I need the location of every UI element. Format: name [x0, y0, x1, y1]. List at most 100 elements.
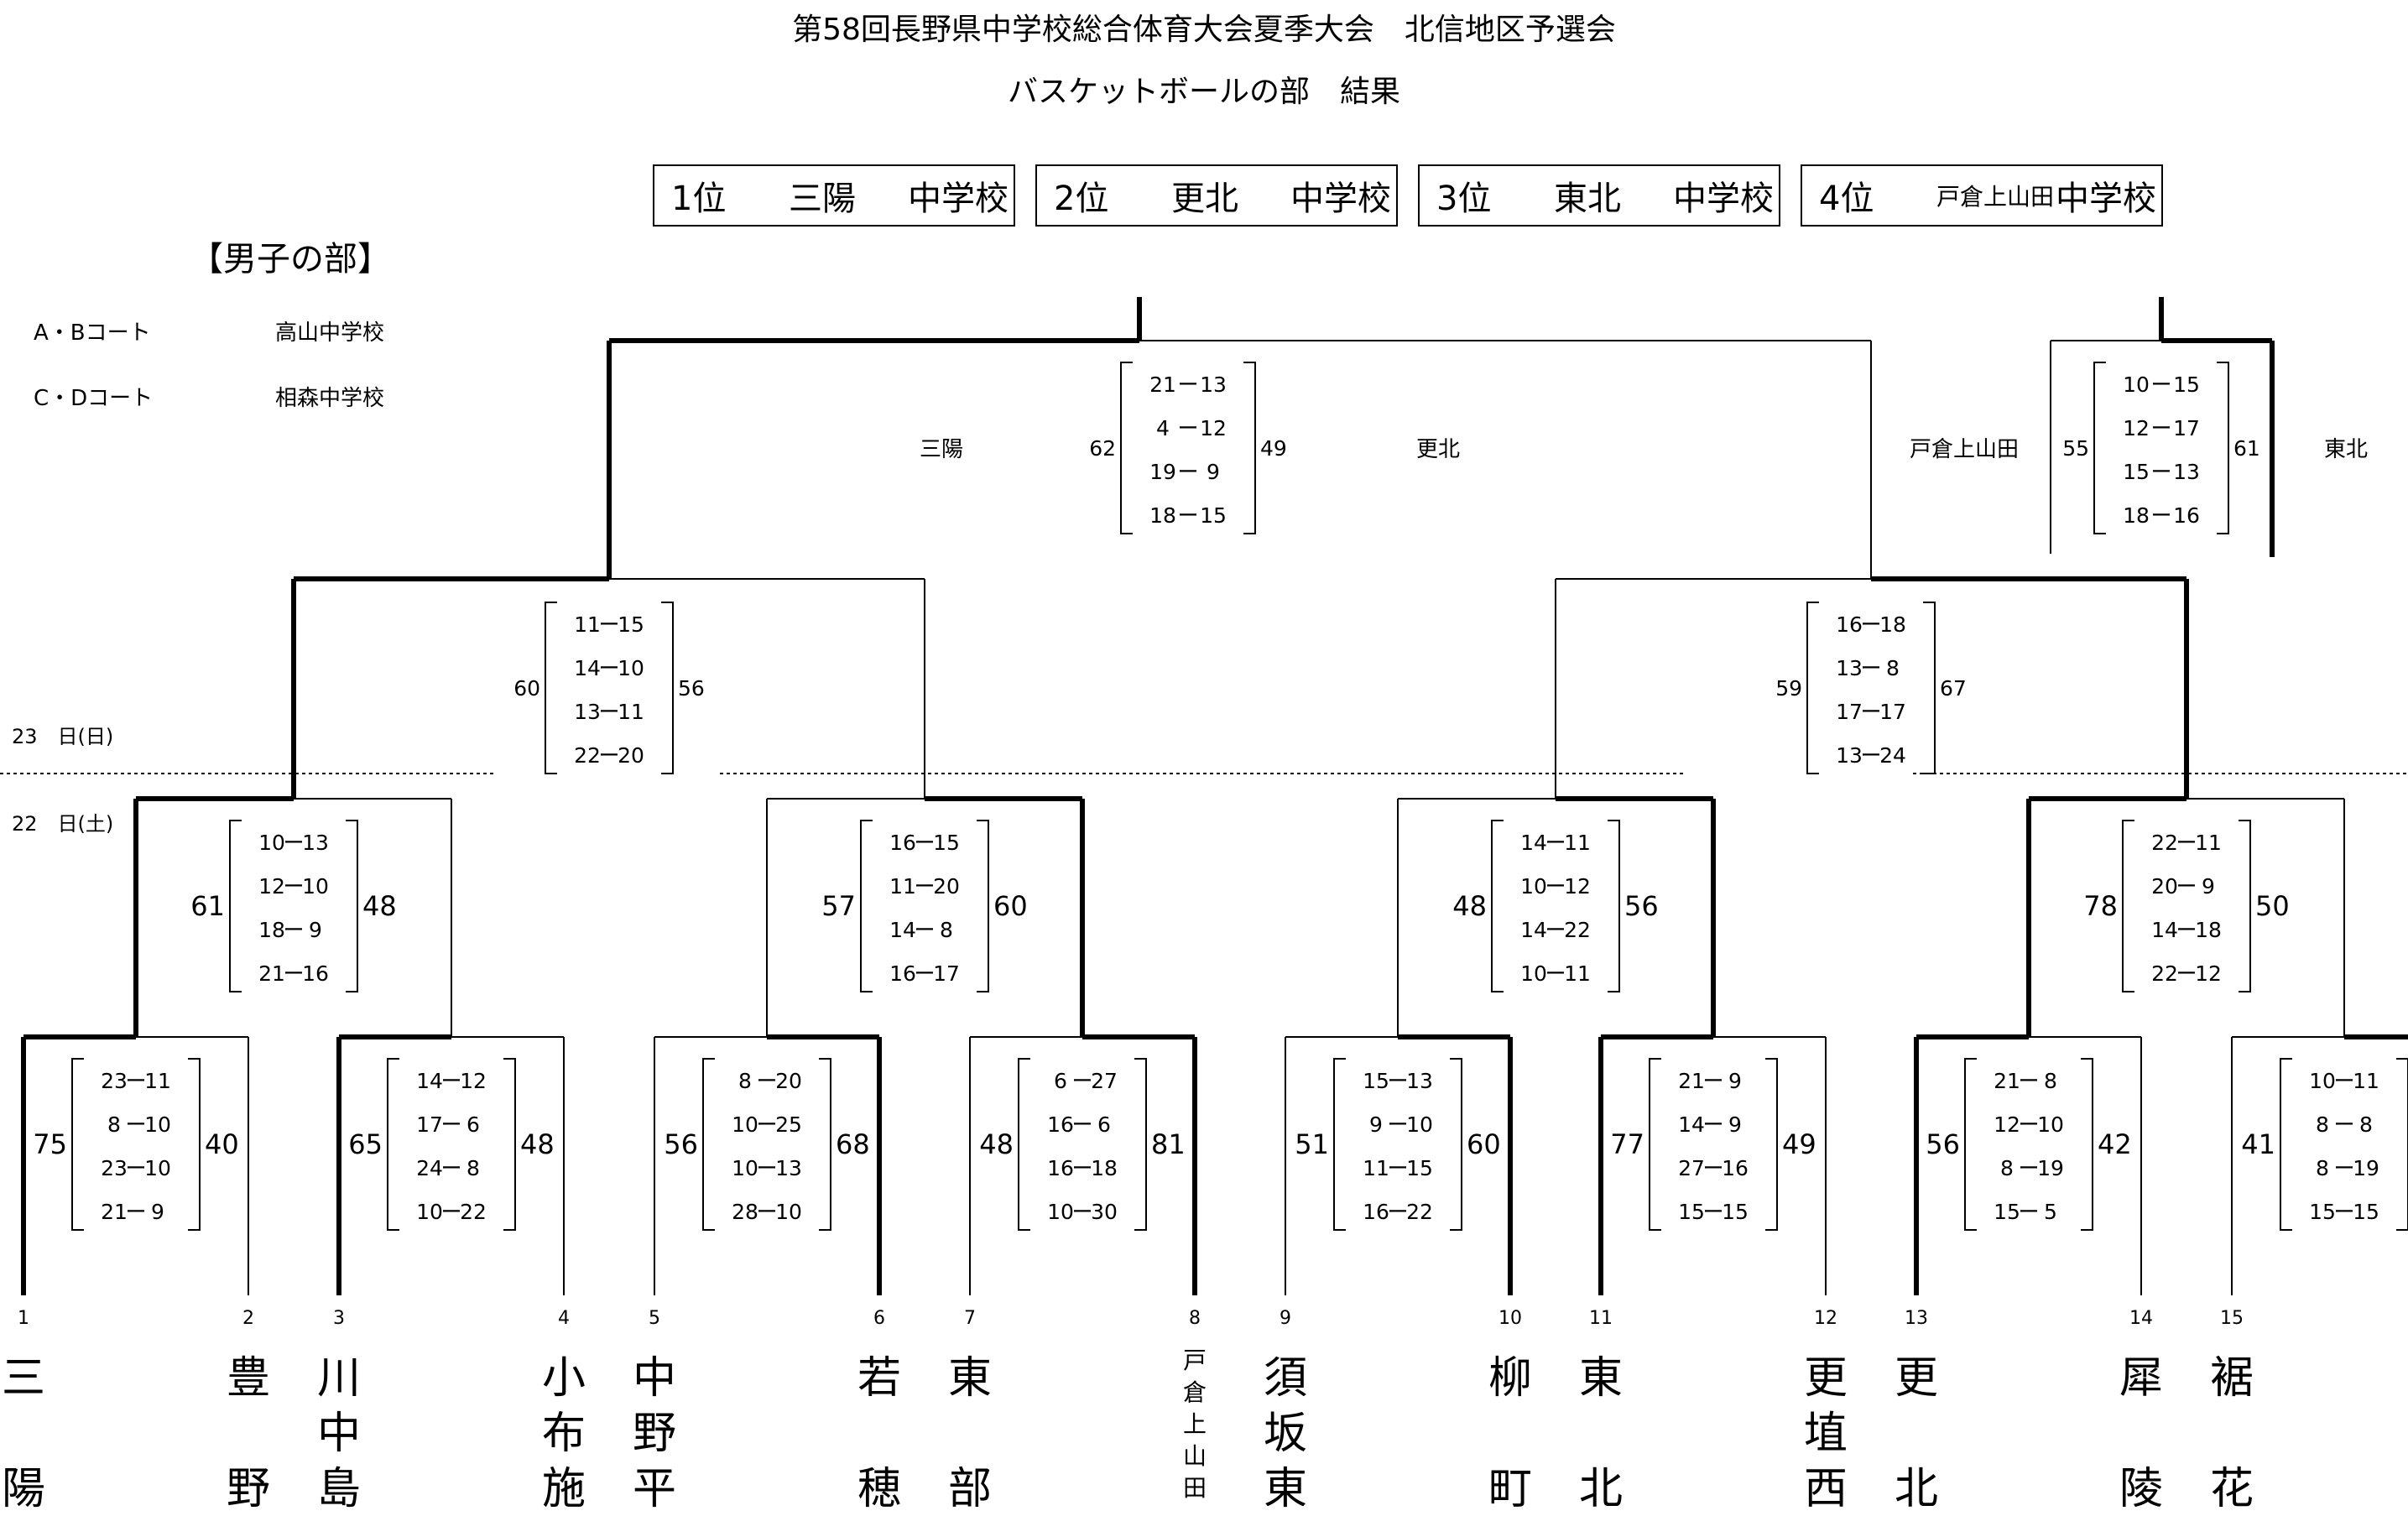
r1-match-6-right-score: 49: [1782, 1128, 1816, 1160]
rank-school: 更北: [1171, 180, 1238, 218]
r1-match-5-period-dash: ー: [1387, 1199, 1409, 1224]
school-name-char: 柳: [1488, 1353, 1532, 1404]
r1-match-4-period-right: 6: [1097, 1112, 1111, 1137]
sf-match-2-period-right: 8: [1886, 655, 1900, 680]
third-match-period-right: 16: [2173, 503, 2200, 528]
r1-match-1-period-left: 23: [101, 1068, 128, 1093]
r1-match-4-period-dash: ー: [1071, 1068, 1093, 1093]
sf-match-2-period-dash: ー: [1860, 655, 1882, 680]
r1-match-5-period-left: 16: [1363, 1199, 1389, 1224]
r1-match-2-period-left: 17: [416, 1112, 443, 1137]
r1-match-7-period-left: 12: [1994, 1112, 2020, 1137]
r1-match-6-box-right: [1765, 1058, 1778, 1231]
final-match-left-score: 62: [1089, 435, 1116, 461]
school-name-char: 町: [1488, 1464, 1532, 1514]
sf-match-1-right-score: 56: [678, 675, 705, 701]
r1-match-7-right-score: 42: [2098, 1128, 2132, 1160]
court-cd-venue: 相森中学校: [275, 386, 385, 411]
school-name-char: 中: [632, 1353, 676, 1404]
sf-match-1-period-right: 15: [618, 612, 644, 637]
r2-match-3-period-left: 14: [1520, 830, 1547, 855]
r1-match-4-period-left: 6: [1054, 1068, 1067, 1093]
school-number: 5: [649, 1308, 660, 1329]
r1-match-2-box-left: [387, 1058, 399, 1231]
r1-match-6-period-dash: ー: [1702, 1068, 1724, 1093]
r1-match-3-period-left: 8: [738, 1068, 752, 1093]
school-name-char: 施: [541, 1464, 586, 1514]
r1-match-8-box-right: [2396, 1058, 2408, 1231]
r1-match-4-box-right: [1134, 1058, 1147, 1231]
school-number: 15: [2220, 1308, 2244, 1329]
r1-match-1-period-dash: ー: [125, 1068, 147, 1093]
final-right-name: 更北: [1416, 437, 1461, 462]
sf-match-2-period-dash: ー: [1860, 699, 1882, 724]
r2-match-1-period-dash: ー: [283, 873, 305, 899]
r2-match-1-period-right: 10: [302, 873, 329, 899]
sf-match-1-period-left: 14: [574, 655, 601, 680]
r2-match-1-period-dash: ー: [283, 830, 305, 855]
sf-match-2-period-right: 18: [1879, 612, 1906, 637]
r1-match-1-left-score: 75: [33, 1128, 67, 1160]
r1-match-3-period-left: 28: [732, 1199, 758, 1224]
third-match-period-left: 12: [2123, 415, 2150, 440]
r2-match-1-period-dash: ー: [283, 961, 305, 986]
r1-match-5-period-dash: ー: [1387, 1112, 1409, 1137]
r1-match-1-period-right: 11: [144, 1068, 171, 1093]
r2-match-1-right-score: 48: [362, 890, 397, 922]
school-name-char: 三: [1, 1353, 45, 1404]
r2-match-1-period-right: 16: [302, 961, 329, 986]
r1-match-8-period-left: 8: [2316, 1112, 2329, 1137]
r1-match-1-period-right: 10: [144, 1155, 171, 1180]
r2-match-2-period-right: 8: [940, 917, 953, 942]
r1-match-7-period-dash: ー: [2018, 1112, 2040, 1137]
r2-match-2-period-dash: ー: [914, 830, 936, 855]
final-match-period-right: 13: [1200, 372, 1227, 397]
school-number: 6: [873, 1308, 885, 1329]
court-cd-label: C・Dコート: [34, 386, 154, 411]
school-name-char: 野: [632, 1409, 676, 1459]
r1-match-4-period-right: 18: [1091, 1155, 1118, 1180]
r2-match-3-period-dash: ー: [1545, 961, 1566, 986]
sf-match-2-right-score: 67: [1940, 675, 1967, 701]
r1-match-2-period-left: 14: [416, 1068, 443, 1093]
r1-match-6-period-left: 27: [1678, 1155, 1705, 1180]
school-name-char: 裾: [2209, 1353, 2254, 1404]
final-match-period-left: 18: [1149, 503, 1176, 528]
third-match-box-right: [2217, 362, 2229, 534]
final-match-period-left: 21: [1149, 372, 1176, 397]
r2-match-3-period-dash: ー: [1545, 830, 1566, 855]
r2-match-4-period-right: 11: [2195, 830, 2222, 855]
third-match-period-dash: ー: [2150, 503, 2172, 528]
r1-match-2-period-left: 24: [416, 1155, 443, 1180]
school-name-char: 東: [1578, 1353, 1623, 1404]
school-number: 2: [242, 1308, 254, 1329]
r1-match-1-right-score: 40: [205, 1128, 239, 1160]
r1-match-2-period-right: 22: [460, 1199, 487, 1224]
r1-match-7-left-score: 56: [1926, 1128, 1960, 1160]
court-ab-venue: 高山中学校: [275, 320, 385, 346]
rank-school: 戸倉上山田: [1936, 183, 2055, 211]
r1-match-3-period-dash: ー: [756, 1068, 778, 1093]
r2-match-4-box-right: [2239, 820, 2251, 992]
sf-match-1-period-right: 10: [618, 655, 644, 680]
school-number: 8: [1189, 1308, 1201, 1329]
rank-suffix: 中学校: [1290, 180, 1391, 218]
school-number: 10: [1498, 1308, 1522, 1329]
r1-match-4-period-dash: ー: [1071, 1112, 1093, 1137]
school-name-char: 陽: [1, 1464, 45, 1514]
r1-match-7-period-left: 21: [1994, 1068, 2020, 1093]
school-name-char: 北: [1894, 1464, 1938, 1514]
r1-match-8-period-dash: ー: [2333, 1155, 2355, 1180]
r1-match-1-period-dash: ー: [125, 1155, 147, 1180]
r1-match-7-period-dash: ー: [2018, 1155, 2040, 1180]
r2-match-3-box-right: [1608, 820, 1620, 992]
final-match-box-left: [1120, 362, 1133, 534]
r1-match-4-period-dash: ー: [1071, 1155, 1093, 1180]
school-name-char: 豊: [226, 1353, 270, 1404]
r2-match-1-period-left: 12: [258, 873, 285, 899]
r1-match-1-period-left: 21: [101, 1199, 128, 1224]
school-name-char: 野: [226, 1464, 270, 1514]
r1-match-4-right-score: 81: [1151, 1128, 1186, 1160]
